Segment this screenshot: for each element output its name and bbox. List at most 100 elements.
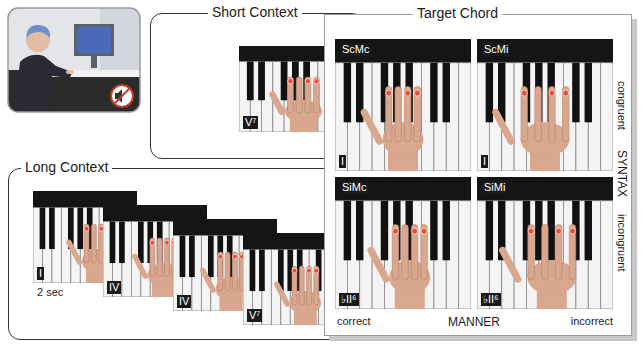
- finger: [385, 87, 392, 142]
- syntax-axis-label: incongruent: [615, 214, 628, 272]
- finger-marker: [314, 79, 319, 84]
- chord-label: I: [481, 155, 488, 168]
- finger-marker: [563, 90, 569, 96]
- finger: [562, 87, 569, 142]
- thumb: [65, 239, 83, 266]
- chord-label: IV: [177, 295, 191, 308]
- black-key: [486, 63, 493, 123]
- duration-label: 2 sec: [37, 286, 63, 299]
- finger: [314, 266, 319, 305]
- finger: [292, 266, 297, 305]
- panel-heading: Long Context: [21, 159, 112, 176]
- condition-code: SiMi: [482, 181, 507, 194]
- condition-image: ScMiI: [477, 39, 613, 171]
- palm: [527, 260, 576, 294]
- black-key: [430, 201, 437, 261]
- finger: [402, 225, 409, 280]
- manner-axis-label: MANNER: [448, 315, 500, 329]
- thumb: [498, 246, 523, 284]
- black-key: [49, 208, 55, 249]
- condition-image: SiMi ♭II⁶: [477, 177, 613, 309]
- condition-image: ScMcI: [335, 39, 471, 171]
- manner-axis-label: correct: [337, 315, 371, 328]
- finger-marker: [405, 90, 411, 96]
- piano-hand-illustration: [477, 39, 613, 171]
- finger: [542, 225, 549, 280]
- finger: [150, 238, 155, 277]
- black-key: [250, 250, 256, 291]
- black-key: [430, 63, 437, 123]
- black-key: [443, 201, 450, 261]
- finger-marker: [305, 79, 310, 84]
- panel-heading: Target Chord: [413, 5, 502, 22]
- finger: [395, 87, 402, 142]
- finger-marker: [288, 79, 293, 84]
- finger: [569, 225, 576, 280]
- black-key: [40, 208, 46, 249]
- monitor-screen: [77, 27, 111, 53]
- black-key: [119, 222, 125, 263]
- chord-label: ♭II⁶: [481, 293, 501, 306]
- finger: [225, 252, 230, 291]
- finger: [549, 87, 556, 142]
- black-key: [381, 201, 388, 261]
- condition-image: SiMc♭II⁶: [335, 177, 471, 309]
- chord-label: V⁷: [243, 116, 258, 129]
- thumb: [199, 267, 217, 294]
- finger: [521, 87, 528, 142]
- black-key: [344, 63, 351, 123]
- finger-marker: [292, 268, 297, 273]
- thumb: [273, 281, 291, 308]
- finger: [91, 224, 96, 263]
- finger-marker: [412, 228, 418, 234]
- monitor-stand: [91, 56, 97, 68]
- piano-body: [335, 39, 471, 171]
- black-key: [189, 236, 195, 277]
- condition-code: ScMi: [482, 43, 510, 56]
- black-key: [77, 208, 83, 249]
- finger-marker: [150, 240, 155, 245]
- finger-marker: [549, 90, 555, 96]
- black-key: [138, 222, 144, 263]
- finger-marker: [421, 228, 427, 234]
- finger: [296, 77, 302, 113]
- thumb: [359, 108, 384, 146]
- chord-label: V⁷: [247, 309, 262, 322]
- thumb: [491, 108, 516, 146]
- finger-marker: [528, 228, 534, 234]
- person-hand: [66, 70, 74, 74]
- black-key: [585, 63, 592, 123]
- piano-body: [335, 177, 471, 309]
- finger: [287, 77, 293, 113]
- room-wall: [8, 8, 140, 112]
- finger: [232, 252, 237, 291]
- panel-heading: Short Context: [208, 4, 302, 21]
- photo-illustration: [0, 0, 150, 120]
- finger: [404, 87, 411, 142]
- palm: [521, 122, 570, 156]
- photo-scene: [8, 8, 140, 112]
- finger: [555, 225, 562, 280]
- finger: [421, 225, 428, 280]
- black-key: [247, 61, 254, 100]
- black-key: [208, 236, 214, 277]
- black-key: [344, 201, 351, 261]
- finger: [164, 238, 169, 277]
- chord-label: I: [37, 267, 44, 280]
- finger: [411, 225, 418, 280]
- chord-label: IV: [107, 281, 121, 294]
- finger: [528, 225, 535, 280]
- black-key: [585, 201, 592, 261]
- finger: [299, 266, 304, 305]
- finger: [218, 252, 223, 291]
- white-key: [459, 201, 471, 309]
- finger-marker: [218, 254, 223, 259]
- black-key: [443, 63, 450, 123]
- finger-marker: [314, 268, 319, 273]
- white-key: [601, 63, 613, 171]
- finger: [535, 87, 542, 142]
- black-key: [259, 250, 265, 291]
- finger: [305, 77, 311, 113]
- finger-marker: [570, 228, 576, 234]
- condition-code: SiMc: [340, 181, 368, 194]
